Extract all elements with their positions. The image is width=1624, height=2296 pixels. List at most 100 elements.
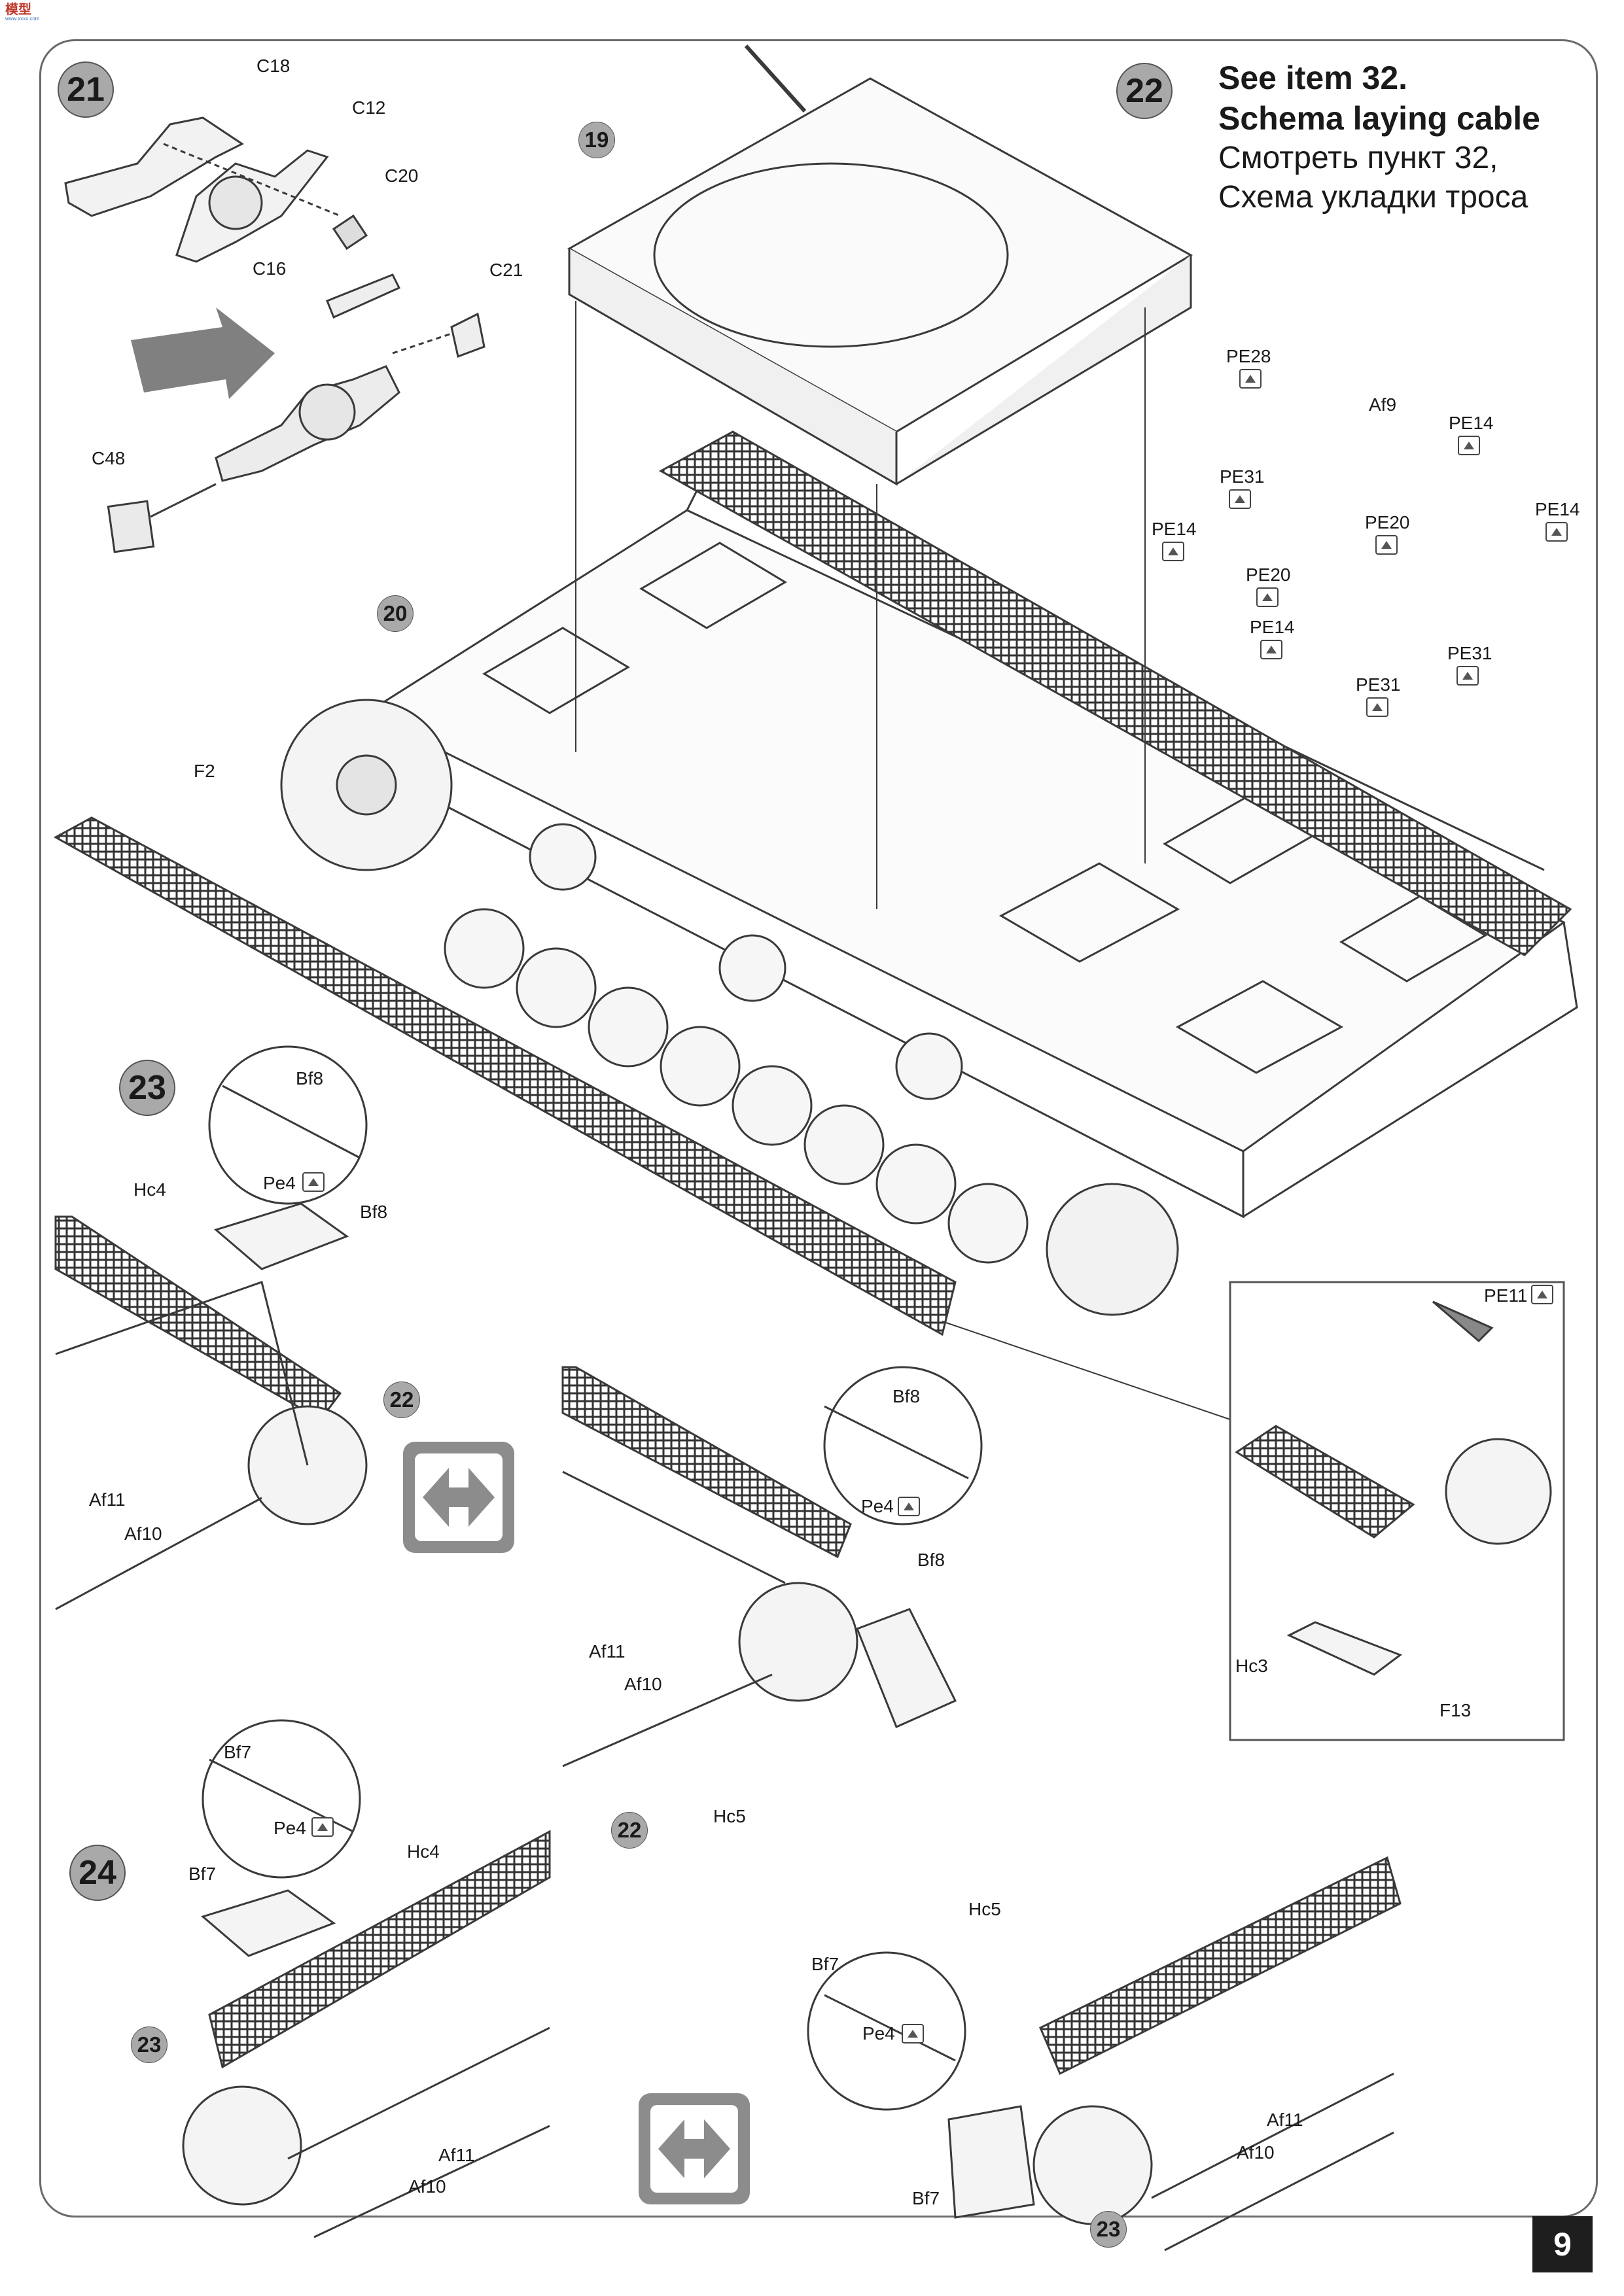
fender-23b xyxy=(561,1366,852,1559)
label-c20: C20 xyxy=(385,165,419,186)
label-pe14-c: PE14 xyxy=(1250,617,1295,637)
label-bf8b: Bf8 xyxy=(917,1550,945,1570)
part-bubble-22: 22 xyxy=(383,1382,420,1418)
photoetch-icon xyxy=(898,1497,920,1516)
part-bubble-23: 23 xyxy=(131,2026,168,2063)
part-c21 xyxy=(450,312,485,358)
label-af10b: Af10 xyxy=(624,1674,662,1694)
part-bubble-22b: 22 xyxy=(611,1812,648,1849)
label-f13: F13 xyxy=(1439,1700,1472,1720)
label-hc5b: Hc5 xyxy=(968,1899,1001,1919)
label-bf8-detail: Bf8 xyxy=(296,1068,324,1088)
photoetch-icon xyxy=(311,1817,334,1837)
step-number-23: 23 xyxy=(119,1060,175,1116)
photoetch-icon xyxy=(1458,436,1480,455)
part-bubble-20: 20 xyxy=(377,595,414,632)
label-hc5: Hc5 xyxy=(713,1806,746,1826)
step-number-21: 21 xyxy=(58,61,114,118)
part-bubble-19: 19 xyxy=(578,122,615,158)
detail-circle-23 xyxy=(208,1045,368,1205)
label-c21: C21 xyxy=(489,260,523,280)
label-af10d: Af10 xyxy=(1237,2142,1275,2163)
part-c48 xyxy=(107,500,155,553)
part-c16 xyxy=(326,273,401,319)
note-ru-2: Схема укладки троса xyxy=(1218,180,1528,215)
label-pe4d-detail: Pe4 xyxy=(862,2023,895,2044)
page-frame xyxy=(39,39,1598,2218)
label-pe14-b: PE14 xyxy=(1152,519,1197,539)
photoetch-icon xyxy=(1545,522,1568,542)
label-hc4: Hc4 xyxy=(133,1179,166,1200)
label-pe11: PE11 xyxy=(1484,1285,1528,1306)
label-bf7b: Bf7 xyxy=(912,2188,940,2208)
photoetch-icon xyxy=(1229,489,1251,509)
label-pe14-a: PE14 xyxy=(1449,413,1494,433)
mirror-symmetry-icon xyxy=(403,1442,514,1553)
label-af11d: Af11 xyxy=(1267,2110,1303,2130)
publisher-logo: 模型 www.xxxx.com xyxy=(5,1,40,22)
label-pe31-a: PE31 xyxy=(1220,466,1265,487)
photoetch-icon xyxy=(1375,535,1398,555)
photoetch-icon xyxy=(1256,587,1279,607)
label-af10: Af10 xyxy=(124,1523,162,1544)
idler-wheel xyxy=(1046,1183,1179,1316)
fender-left-f2 xyxy=(53,816,957,1336)
cable-note: See item 32. Schema laying cable Смотрет… xyxy=(1218,58,1585,217)
label-bf8: Bf8 xyxy=(360,1202,388,1222)
fender-24b xyxy=(1039,1856,1402,2076)
photoetch-icon xyxy=(1366,697,1388,717)
photoetch-icon xyxy=(1456,666,1479,686)
label-hc4b: Hc4 xyxy=(407,1841,440,1862)
road-wheels xyxy=(444,823,1029,1264)
assembly-21-hub xyxy=(298,383,356,441)
label-af9: Af9 xyxy=(1369,394,1397,415)
step-number-24: 24 xyxy=(69,1845,126,1901)
label-pe20-b: PE20 xyxy=(1246,565,1291,585)
label-af11b: Af11 xyxy=(589,1641,626,1661)
part-19-roof xyxy=(567,77,1193,433)
fender-24 xyxy=(208,1830,551,2069)
fender-right xyxy=(658,430,1572,956)
label-c18: C18 xyxy=(256,56,291,76)
label-c16: C16 xyxy=(253,258,287,279)
detail-circle-24b xyxy=(807,1951,966,2111)
mirror-symmetry-icon xyxy=(639,2093,750,2204)
part-bubble-23b: 23 xyxy=(1090,2211,1127,2248)
direction-arrow xyxy=(131,307,275,399)
label-bf7: Bf7 xyxy=(188,1864,217,1884)
label-bf7-detail: Bf7 xyxy=(224,1742,252,1762)
label-pe4c-detail: Pe4 xyxy=(274,1818,306,1838)
photoetch-icon xyxy=(1531,1285,1553,1304)
page-number: 9 xyxy=(1532,2216,1593,2272)
label-pe28: PE28 xyxy=(1226,346,1271,366)
note-ru-1: Смотреть пункт 32, xyxy=(1218,141,1498,175)
photoetch-icon xyxy=(1260,640,1282,659)
label-pe31-c: PE31 xyxy=(1356,674,1401,695)
label-bf8b-detail: Bf8 xyxy=(892,1386,921,1406)
label-af11c: Af11 xyxy=(438,2145,475,2165)
label-af11: Af11 xyxy=(89,1489,126,1510)
photoetch-icon xyxy=(1239,369,1262,389)
label-pe14-d: PE14 xyxy=(1535,499,1580,519)
detail-circle-24 xyxy=(202,1719,361,1879)
part-c18 xyxy=(64,116,244,217)
label-pe31-b: PE31 xyxy=(1447,643,1492,663)
label-c48: C48 xyxy=(92,448,126,468)
label-pe4-detail: Pe4 xyxy=(263,1173,296,1193)
label-af10c: Af10 xyxy=(408,2176,446,2197)
fender-23 xyxy=(54,1215,342,1421)
note-en-1: See item 32. xyxy=(1218,60,1408,96)
label-pe20-a: PE20 xyxy=(1365,512,1410,532)
photoetch-icon xyxy=(902,2024,924,2044)
part-c12-hub xyxy=(208,175,263,230)
photoetch-icon xyxy=(302,1172,325,1192)
label-c12: C12 xyxy=(352,97,386,118)
label-f2: F2 xyxy=(194,761,215,781)
label-hc3: Hc3 xyxy=(1235,1656,1268,1676)
photoetch-icon xyxy=(1162,542,1184,561)
label-bf7b-detail: Bf7 xyxy=(811,1954,839,1974)
note-en-2: Schema laying cable xyxy=(1218,100,1540,137)
part-c20 xyxy=(332,214,368,251)
label-pe4b-detail: Pe4 xyxy=(861,1496,894,1516)
